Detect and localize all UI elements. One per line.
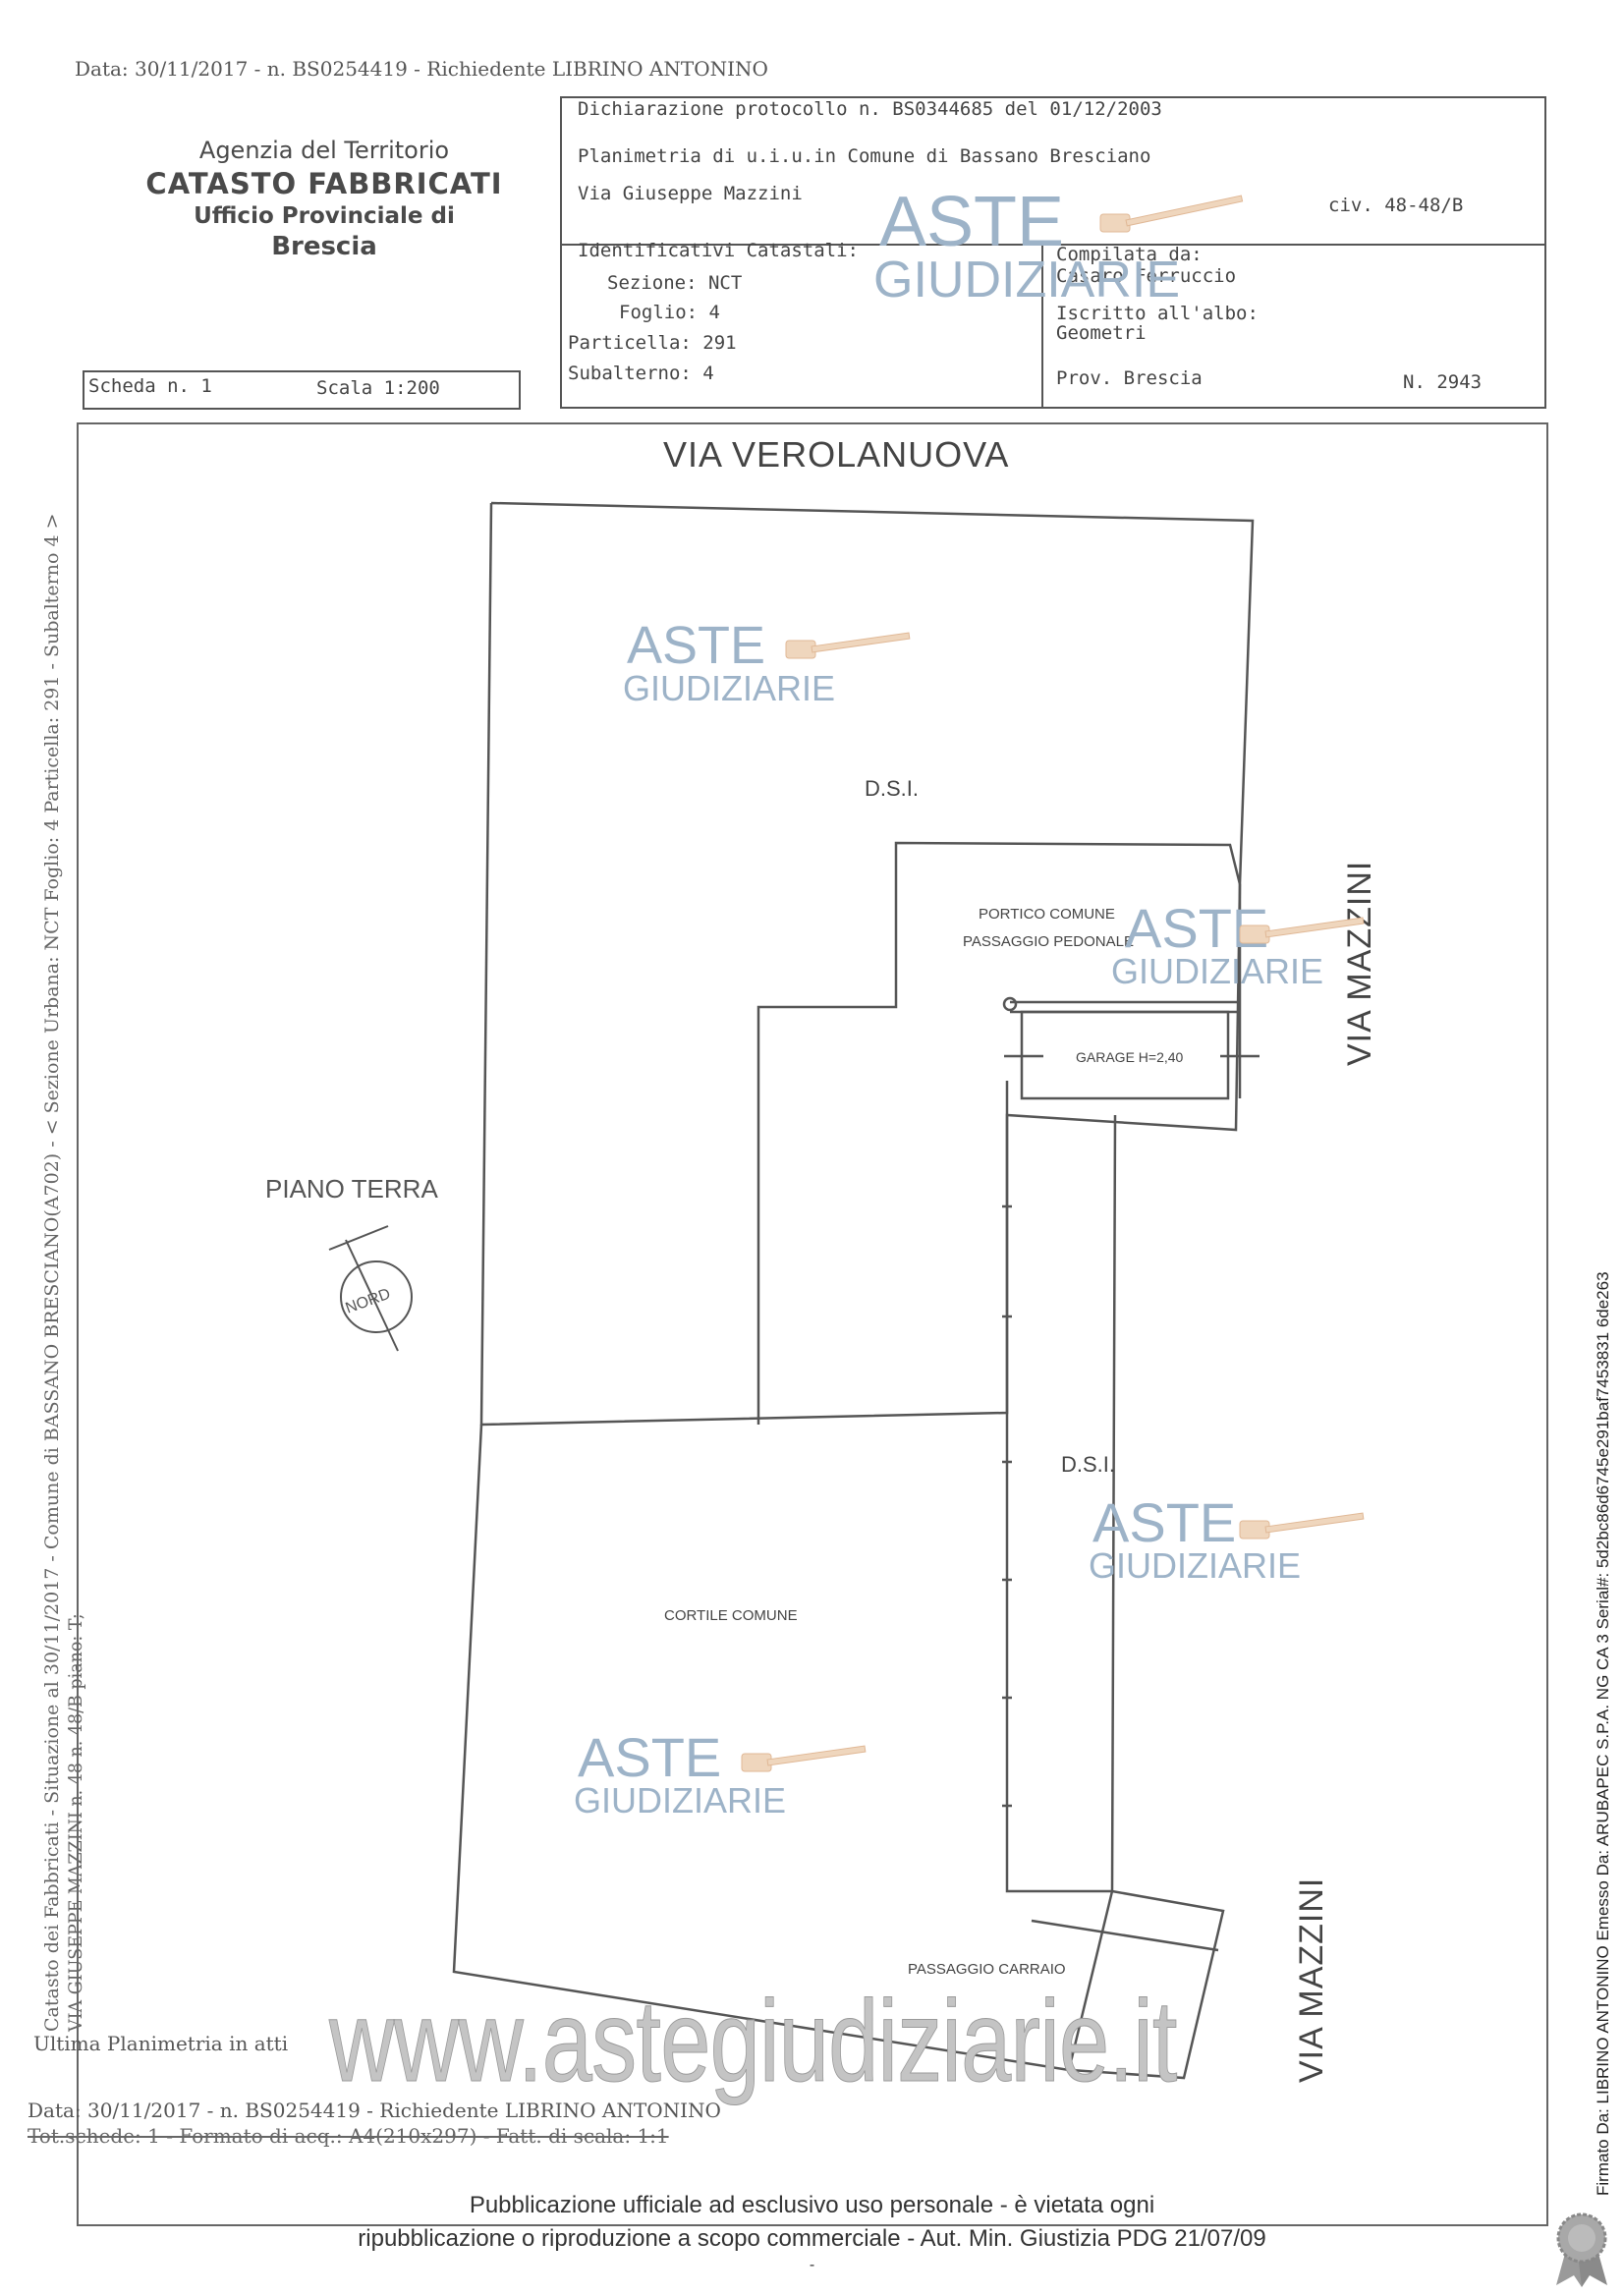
civic-text: civ. 48-48/B: [1328, 195, 1464, 216]
scale-label: Scala 1:200: [316, 377, 440, 399]
drawing-frame: [77, 422, 1548, 2226]
pillar-mark: [1002, 996, 1018, 1012]
declaration-text: Dichiarazione protocollo n. BS0344685 de…: [578, 98, 1162, 120]
office-name: Ufficio Provinciale di: [194, 202, 455, 229]
portico-label: PORTICO COMUNE: [979, 906, 1115, 923]
dsi-lower-label: D.S.I.: [1061, 1452, 1116, 1477]
left-margin-line1: Catasto dei Fabbricati - Situazione al 3…: [41, 513, 63, 2032]
north-arrow-icon: [328, 1225, 413, 1352]
gavel-icon: [1239, 1512, 1365, 1540]
office-city: Brescia: [271, 232, 377, 262]
footer-line-1: Pubblicazione ufficiale ad esclusivo uso…: [469, 2192, 1155, 2218]
registry-name: CATASTO FABBRICATI: [145, 166, 503, 200]
gavel-icon: [741, 1745, 867, 1772]
right-strip-outline: [1005, 1081, 1117, 1893]
compiler-title: Compilata da:: [1056, 244, 1203, 265]
request-repeat: Data: 30/11/2017 - n. BS0254419 - Richie…: [28, 2099, 721, 2122]
planimetry-text: Planimetria di u.i.u.in Comune di Bassan…: [578, 145, 1151, 167]
aste-watermark-lower: ASTE GIUDIZIARIE: [1089, 1491, 1302, 1586]
aste-watermark-top: ASTE GIUDIZIARIE: [873, 183, 1181, 308]
compiler-number: N. 2943: [1403, 371, 1483, 393]
garage-label: GARAGE H=2,40: [1076, 1049, 1184, 1065]
identifiers-box: [560, 242, 1546, 409]
declaration-box: [560, 96, 1546, 246]
scheda-box: [83, 370, 521, 410]
courtyard-label: CORTILE COMUNE: [664, 1607, 798, 1624]
site-watermark: www.astegiudiziarie.it: [329, 1977, 1178, 2107]
gavel-icon: [1099, 195, 1244, 233]
gavel-icon: [785, 632, 911, 659]
left-margin-line2: VIA GIUSEPPE MAZZINI n. 48 n. 48/B piano…: [65, 1613, 86, 2032]
identifier-particella: Particella: 291: [568, 332, 737, 354]
identifier-subalterno: Subalterno: 4: [568, 363, 714, 384]
compiler-registered: Iscritto all'albo:: [1056, 303, 1259, 324]
compiler-name: Casaro Ferruccio: [1056, 265, 1237, 287]
identifiers-divider: [1041, 242, 1043, 407]
upper-building-outline: [479, 501, 1255, 1427]
carriage-passage-label: PASSAGGIO CARRAIO: [908, 1961, 1066, 1978]
seal-icon: [1556, 2212, 1607, 2287]
street-top-label: VIA VEROLANUOVA: [663, 434, 1010, 475]
gavel-icon: [1239, 917, 1365, 944]
passage-label: PASSAGGIO PEDONALE: [963, 933, 1134, 950]
identifiers-title: Identificativi Catastali:: [578, 240, 859, 261]
compiler-profession: Geometri: [1056, 322, 1147, 344]
footer-line-3: -: [809, 2257, 815, 2274]
portico-outline: [756, 841, 1242, 1425]
identifier-foglio: Foglio: 4: [619, 302, 720, 323]
digital-signature: Firmato Da: LIBRINO ANTONINO Emesso Da: …: [1594, 1271, 1612, 2196]
totals-note: Tot.schede: 1 - Formato di acq.: A4(210x…: [28, 2124, 669, 2148]
carriage-passage-outline: [1070, 1889, 1225, 2080]
aste-watermark-courtyard: ASTE GIUDIZIARIE: [574, 1726, 787, 1820]
agency-block: Agenzia del Territorio CATASTO FABBRICAT…: [108, 136, 540, 264]
carriage-passage-divider: [1031, 1919, 1219, 1952]
publication-footer: Pubblicazione ufficiale ad esclusivo uso…: [0, 2189, 1624, 2277]
street-text: Via Giuseppe Mazzini: [578, 183, 803, 204]
floor-label: PIANO TERRA: [265, 1174, 438, 1204]
dsi-upper-label: D.S.I.: [865, 776, 920, 801]
courtyard-outline: [452, 1424, 1114, 2072]
identifier-sezione: Sezione: NCT: [607, 272, 743, 294]
footer-line-2: ripubblicazione o riproduzione a scopo c…: [358, 2224, 1266, 2252]
request-line: Data: 30/11/2017 - n. BS0254419 - Richie…: [75, 57, 768, 81]
last-plan-note: Ultima Planimetria in atti: [33, 2032, 289, 2055]
aste-watermark-upper: ASTE GIUDIZIARIE: [623, 616, 836, 708]
compiler-province: Prov. Brescia: [1056, 367, 1203, 389]
scheda-label: Scheda n. 1: [88, 375, 212, 397]
agency-name: Agenzia del Territorio: [198, 137, 450, 164]
